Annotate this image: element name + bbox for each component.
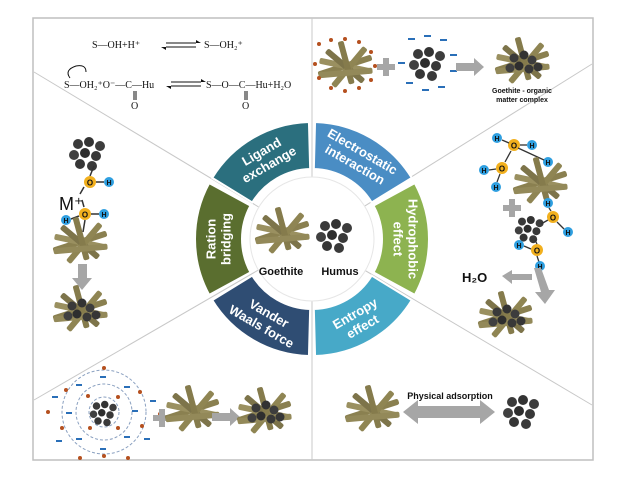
negative-charges — [52, 376, 156, 450]
equilibrium-arrow-2 — [166, 79, 206, 89]
hydrogen-atom — [99, 209, 109, 219]
humus-negative-particle — [398, 35, 457, 91]
svg-text:O: O — [82, 211, 88, 220]
oxygen-atom — [84, 176, 96, 188]
svg-text:H: H — [529, 143, 534, 150]
double-arrow-icon — [403, 400, 495, 424]
physical-adsorption-panel: Physical adsorption — [344, 384, 539, 433]
svg-text:H: H — [106, 180, 111, 187]
electrostatic-panel: Goethite - organic matter complex — [313, 35, 552, 104]
complex-caption-line2: matter complex — [496, 97, 548, 104]
svg-text:O: O — [511, 142, 517, 151]
wheel-label-line: Ration — [204, 219, 219, 260]
humus-water-group: O H H H O H — [514, 198, 573, 271]
svg-text:H: H — [516, 243, 521, 250]
svg-text:H: H — [545, 201, 550, 208]
ligand-equations: S—OH+H⁺ S—OH₂⁺ S—OH₂⁺O⁻—C—Hu O S—O—C—Hu+… — [64, 40, 291, 112]
wheel-segment-electrostatic — [312, 121, 414, 204]
svg-text:H: H — [63, 218, 68, 225]
svg-text:H: H — [494, 136, 499, 143]
water-label: H₂O — [462, 270, 487, 285]
goethite-positive-particle — [313, 37, 377, 93]
svg-text:H: H — [565, 230, 570, 237]
equilibrium-arrow-1 — [161, 40, 201, 50]
hydrophobic-panel: O H H O H H H O H — [462, 133, 573, 338]
eq2-right-oxygen: O — [242, 101, 249, 112]
cation-label: M⁺ — [59, 194, 84, 214]
ration-bridging-panel: O H M⁺ O H H — [52, 137, 114, 332]
svg-text:H: H — [493, 185, 498, 192]
complex-caption-line1: Goethite - organic — [492, 88, 552, 95]
hydrogen-atom — [61, 215, 71, 225]
svg-text:H: H — [537, 264, 542, 271]
wheel-segment-vander — [210, 274, 312, 357]
center-humus-label: Humus — [321, 266, 358, 278]
arrow-down-icon — [72, 264, 92, 290]
svg-text:O: O — [534, 247, 540, 256]
hydrogen-atom — [104, 177, 114, 187]
oxygen-atom — [79, 208, 91, 220]
eq2-right: S—O—C—Hu+H₂O — [206, 80, 291, 91]
eq2-left-oxygen: O — [131, 101, 138, 112]
physical-adsorption-label: Physical adsorption — [407, 391, 493, 401]
svg-text:O: O — [550, 214, 556, 223]
eq1-right: S—OH₂⁺ — [204, 40, 243, 51]
svg-text:O: O — [87, 179, 93, 188]
svg-text:O: O — [499, 165, 505, 174]
wheel-segment-ligand — [210, 121, 312, 204]
svg-text:H: H — [481, 168, 486, 175]
water-molecules-top: O H H O H H H — [479, 133, 553, 192]
wheel-label-line: Hydrophobic — [406, 199, 421, 279]
svg-text:H: H — [101, 212, 106, 219]
bond-curve — [67, 65, 87, 79]
wheel-segment-entropy — [312, 274, 414, 357]
eq1-left: S—OH+H⁺ — [92, 40, 140, 51]
eq2-left: S—OH₂⁺O⁻—C—Hu — [64, 80, 154, 91]
svg-text:H: H — [545, 160, 550, 167]
wheel-label-line: bridging — [219, 213, 234, 265]
wheel-segment-hydrophobic — [372, 181, 430, 297]
wheel-core: Goethite Humus — [249, 176, 375, 302]
vander-waals-panel — [46, 366, 292, 460]
wheel-label-line: effect — [391, 222, 406, 257]
water-release-arrow — [502, 268, 555, 304]
center-goethite-label: Goethite — [259, 266, 304, 278]
wheel-segment-ration — [194, 181, 252, 297]
